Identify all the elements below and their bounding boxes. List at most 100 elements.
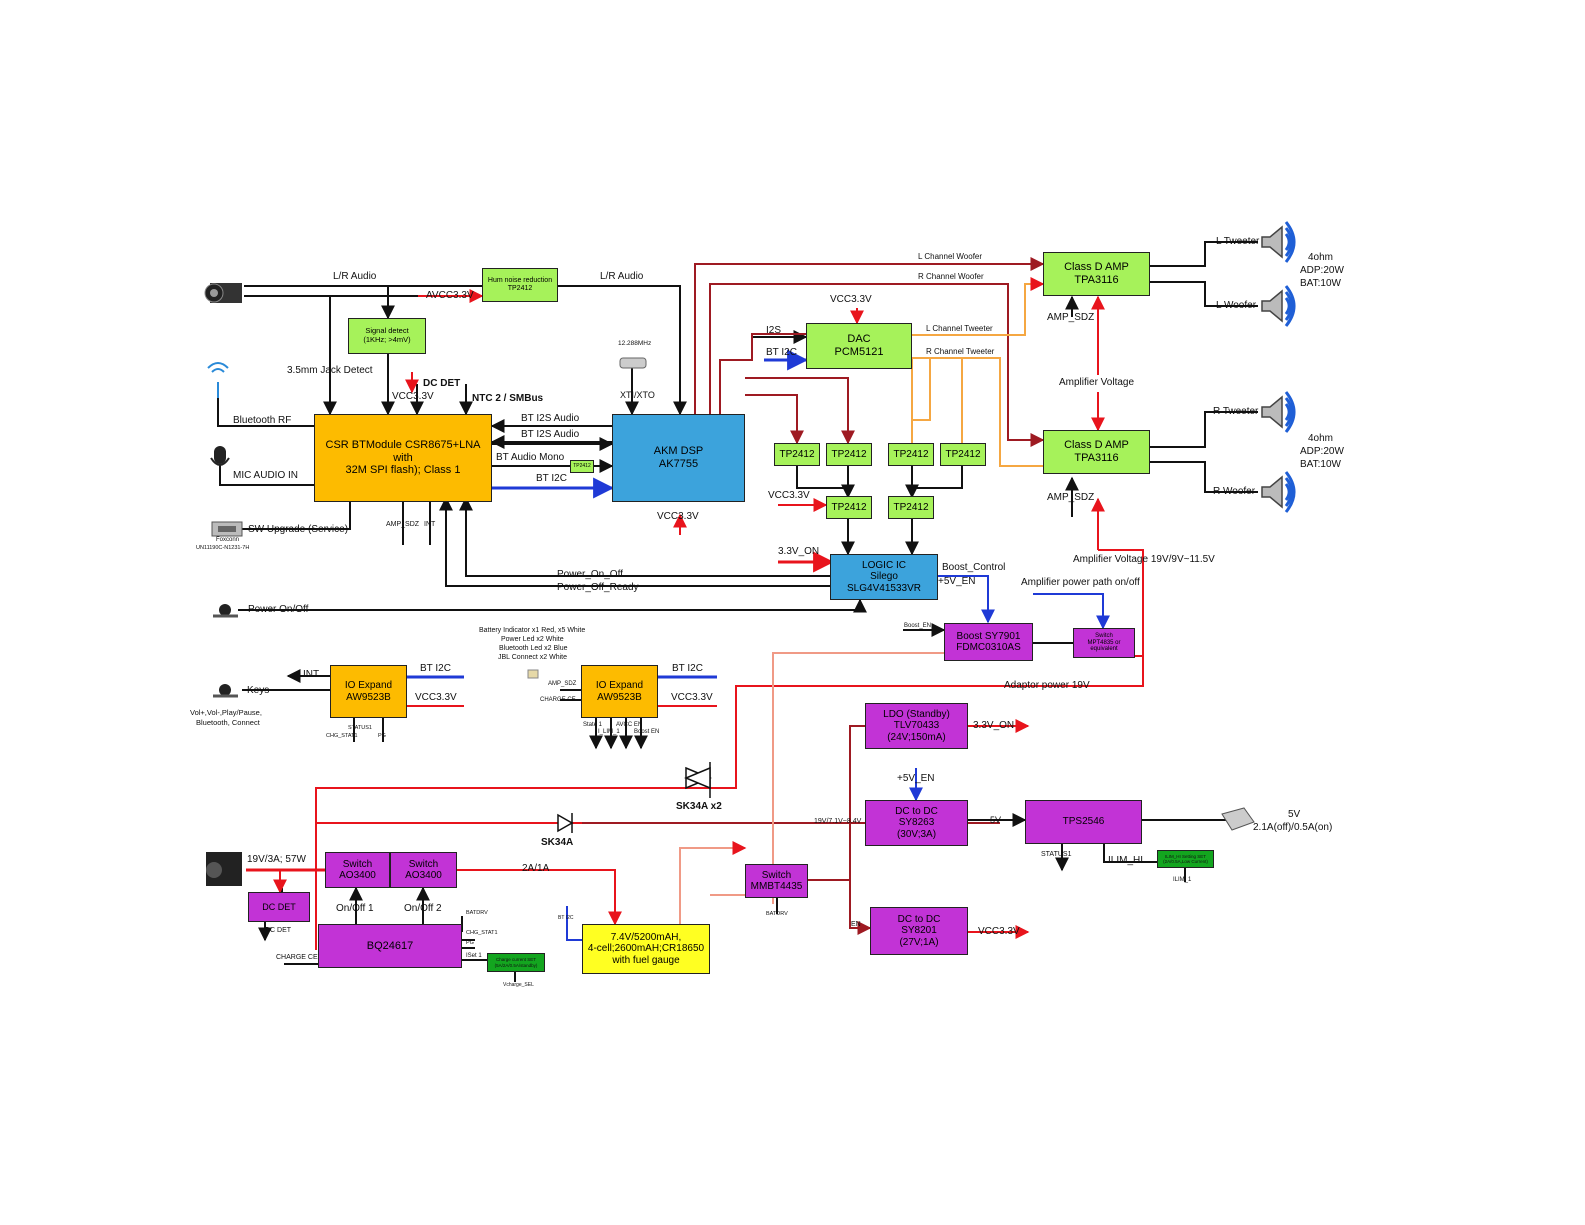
mmbt-line2: MMBT4435 — [750, 881, 803, 892]
label-amp-sdz-1: AMP_SDZ — [1047, 312, 1095, 323]
switch-mpt4835: Switch MPT4835 or equivalent — [1073, 628, 1135, 658]
switch-mmbt4435: Switch MMBT4435 — [745, 864, 808, 898]
dcdc2-line3: (27V;1A) — [899, 936, 939, 948]
label-spec1-a: 4ohm — [1308, 252, 1334, 263]
label-spec2-c: BAT:10W — [1300, 459, 1341, 470]
dcdc1-line2: SY8263 — [898, 817, 935, 829]
tp2412-e: TP2412 — [826, 496, 872, 519]
label-5v-en-dc: +5V_EN — [897, 773, 935, 784]
sig-line2: (1KHz; >4mV) — [363, 335, 411, 344]
charge-current-set: Charge current SET (5A/2A/0.5A/standby) — [487, 953, 545, 972]
io-expand-keys: IO Expand AW9523B — [330, 665, 407, 718]
label-sk34a: SK34A — [541, 837, 574, 848]
label-current-2a: 2A/1A — [522, 863, 550, 874]
label-vcc-io1: VCC3.3V — [415, 692, 457, 703]
tp2412-a: TP2412 — [774, 443, 820, 466]
dac-line1: DAC — [847, 333, 871, 346]
label-ilim-1: I_LIM_1 — [598, 729, 620, 735]
label-amp-sdz-csr: AMP_SDZ — [386, 521, 420, 528]
speaker-r-tweeter-icon — [1261, 391, 1296, 433]
label-5v-en: +5V_EN — [938, 576, 976, 587]
sw1-line1: Switch — [342, 858, 373, 870]
label-l-woofer-spk: L Woofer — [1216, 300, 1257, 311]
label-foxconn-pn: UN11190C-N1231-7H — [196, 545, 250, 551]
label-bt-i2c-bat: BT I2C — [558, 915, 574, 921]
label-spec1-c: BAT:10W — [1300, 278, 1341, 289]
tps-line1: TPS2546 — [1062, 816, 1105, 828]
dcdc2-line1: DC to DC — [897, 913, 941, 925]
label-vcc-io2: VCC3.3V — [671, 692, 713, 703]
label-i2s: I2S — [766, 325, 782, 336]
power-button-icon — [213, 604, 238, 618]
label-bt-rf: Bluetooth RF — [233, 415, 292, 426]
label-charge-ce-io2: CHARGE CE — [540, 697, 576, 703]
boost-sy7901: Boost SY7901 FDMC0310AS — [944, 623, 1033, 661]
sig-line1: Signal detect — [365, 326, 409, 336]
signal-detect: Signal detect (1KHz; >4mV) — [348, 318, 426, 354]
label-power-on-off: Power_On_Off — [557, 569, 623, 580]
label-power-btn: Power On/Off — [248, 604, 309, 615]
battery-pack: 7.4V/5200mAH, 4-cell;2600mAH;CR18650 wit… — [582, 924, 710, 974]
diode-sk34a — [557, 813, 574, 833]
dc-to-dc-sy8201: DC to DC SY8201 (27V;1A) — [870, 907, 968, 955]
wire-salmon — [679, 652, 944, 936]
label-status1-io1: STATUS1 — [348, 725, 372, 731]
dac-line2: PCM5121 — [834, 346, 884, 358]
led-icon — [527, 669, 539, 679]
io1-line1: IO Expand — [344, 680, 393, 691]
label-chg-stat1-io1: CHG_STAT1 — [326, 733, 358, 739]
label-bt-i2c-io1: BT I2C — [420, 663, 451, 674]
label-avcc-en: AVCC EN — [616, 722, 643, 728]
label-ilim-1-tps: ILIM_1 — [1173, 877, 1192, 883]
dcdc2-line2: SY8201 — [901, 925, 937, 937]
wire-tweeter-orange — [911, 277, 1045, 467]
bq24617-charger: BQ24617 — [318, 924, 462, 968]
label-3v3-on-out: 3.3V_ON — [973, 720, 1015, 731]
label-xtal-freq: 12.288MHz — [618, 340, 652, 347]
label-onoff1: On/Off 1 — [336, 903, 374, 914]
wire-i2c-blue — [407, 349, 1110, 941]
label-boost-en: Boost_EN — [904, 623, 932, 629]
label-bt-i2s-2: BT I2S Audio — [521, 429, 580, 440]
label-state1: State 1 — [583, 722, 603, 728]
tps2546: TPS2546 — [1025, 800, 1142, 844]
dc-det-block: DC DET — [248, 892, 310, 922]
label-lr-audio-2: L/R Audio — [600, 271, 644, 282]
label-lr-audio-1: L/R Audio — [333, 271, 377, 282]
label-charge-ce: CHARGE CE — [276, 954, 318, 961]
logic-ic: LOGIC IC Silego SLG4V41533VR — [830, 554, 938, 600]
label-power-off-ready: Power_Off_Ready — [557, 582, 639, 593]
logic-line2: Silego — [870, 571, 898, 583]
class-d-amp-left: Class D AMP TPA3116 — [1043, 252, 1150, 296]
akm-line2: AK7755 — [658, 458, 699, 470]
amp2-line2: TPA3116 — [1074, 452, 1119, 464]
hum-line1: Hum noise reduction — [487, 276, 553, 284]
mmbt-line1: Switch — [761, 869, 792, 881]
csr-line1: CSR BTModule CSR8675+LNA with — [325, 439, 481, 464]
label-3v3-on: 3.3V_ON — [778, 546, 820, 557]
boost-line1: Boost SY7901 — [956, 630, 1021, 642]
bat-line1: 7.4V/5200mAH, — [610, 931, 682, 943]
diode-sk34a-x2 — [684, 762, 712, 798]
antenna-icon — [207, 362, 229, 398]
label-int-csr: INT — [424, 521, 436, 528]
label-foxconn: Foxconn — [216, 537, 240, 543]
dcdet-line1: DC DET — [262, 901, 296, 912]
hum-line2: TP2412 — [507, 285, 533, 292]
label-vcc-tp: VCC3.3V — [768, 490, 810, 501]
label-usb-5v: 5V — [1288, 809, 1301, 820]
csr-bt-module: CSR BTModule CSR8675+LNA with 32M SPI fl… — [314, 414, 492, 502]
io2-line2: AW9523B — [597, 691, 642, 703]
label-vcc-csr: VCC3.3V — [392, 391, 434, 402]
label-batdrv-mmbt: BATDRV — [766, 911, 788, 917]
switch-ao3400-2: Switch AO3400 — [390, 852, 457, 888]
ldo-line2: TLV70433 — [893, 720, 940, 732]
class-d-amp-right: Class D AMP TPA3116 — [1043, 430, 1150, 474]
label-r-tweeter: R Tweeter — [1213, 406, 1259, 417]
label-int-io1: INT — [303, 669, 320, 680]
wire-lr-audio — [244, 285, 687, 416]
speaker-l-tweeter-icon — [1261, 221, 1296, 263]
label-mic-in: MIC AUDIO IN — [233, 470, 299, 481]
label-r-woofer-spk: R Woofer — [1213, 486, 1256, 497]
label-bat-ind-3: Bluetooth Led x2 Blue — [499, 645, 568, 652]
